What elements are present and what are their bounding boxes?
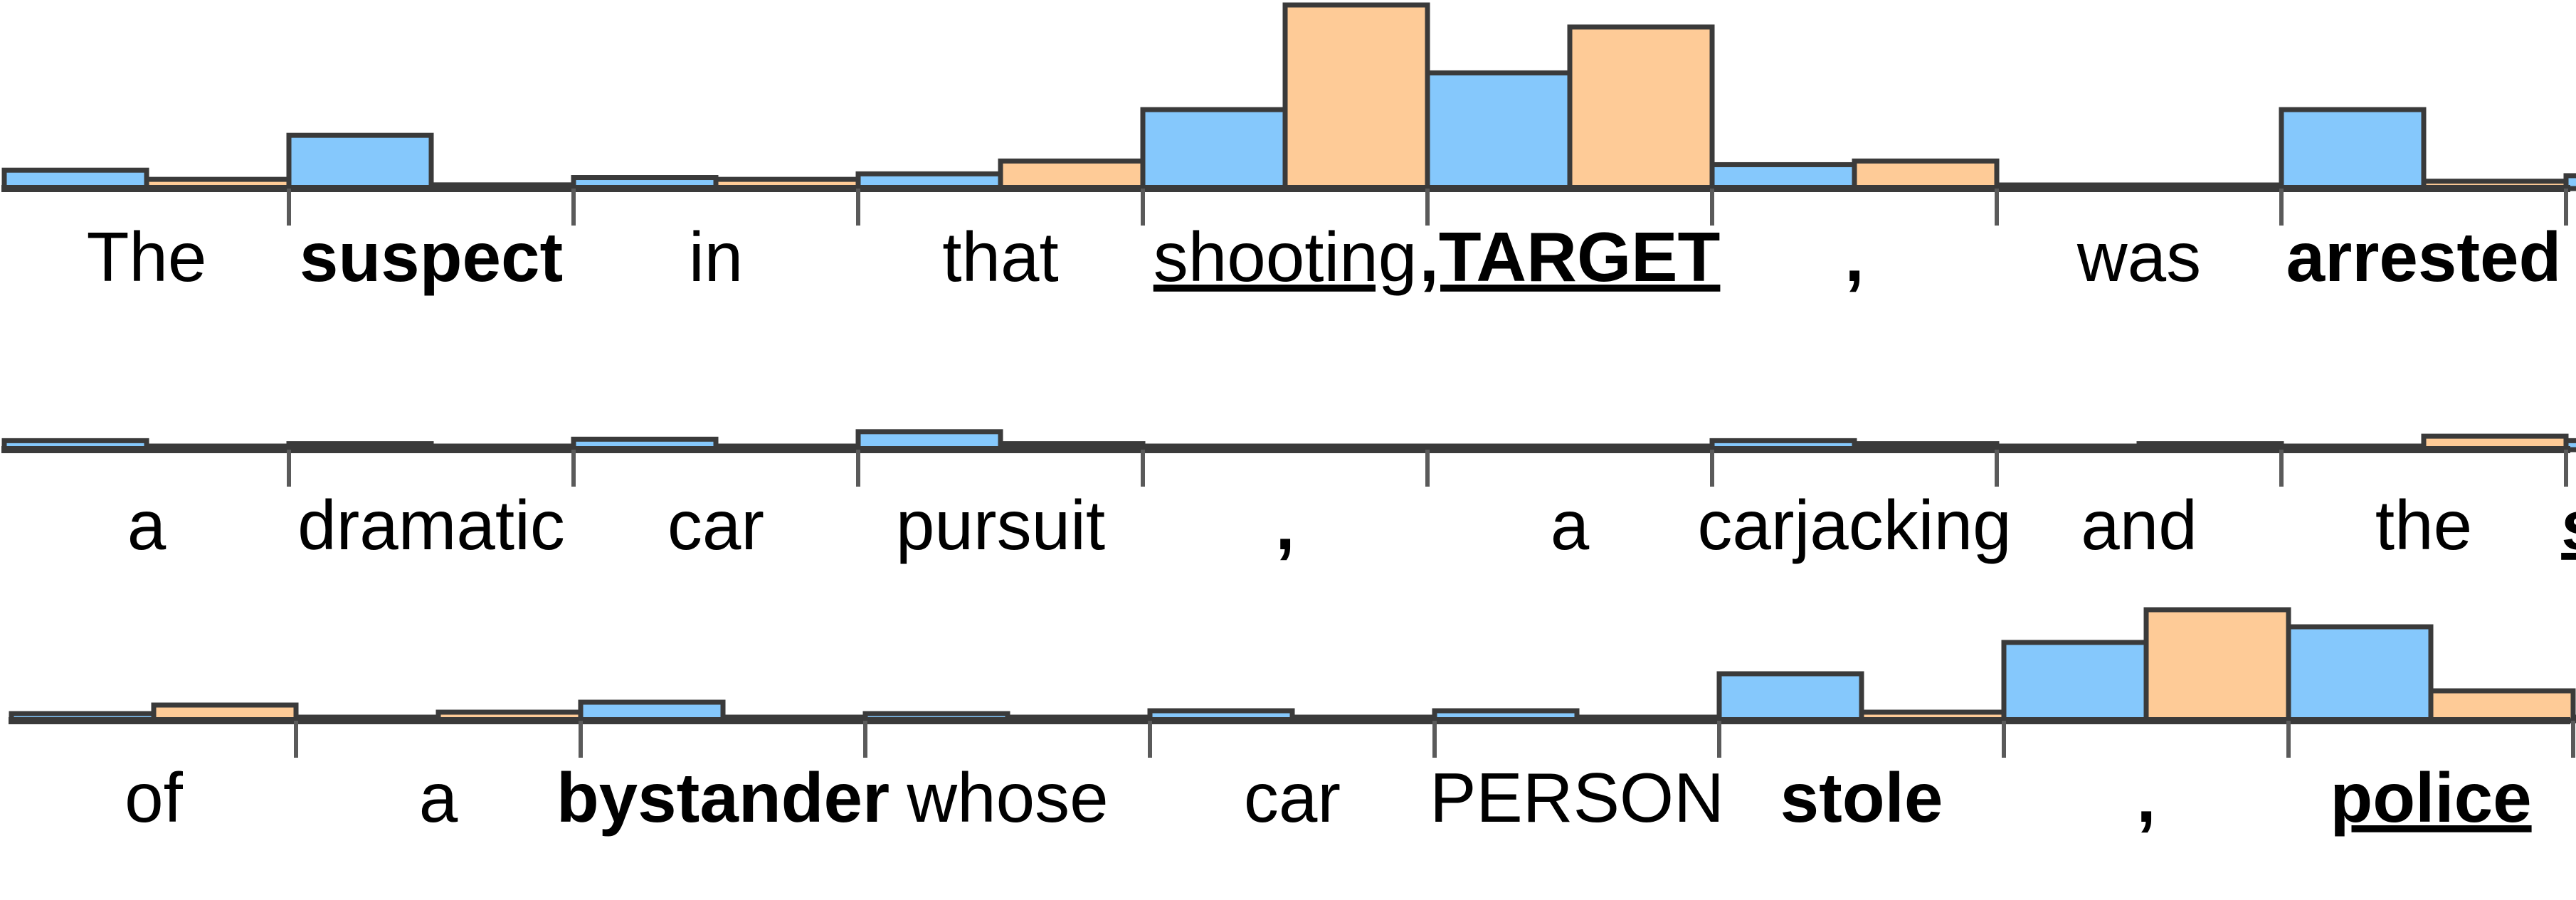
token-label: of — [125, 758, 184, 837]
token-label: carjacking — [1697, 486, 2011, 564]
token-label: shooting — [2561, 486, 2576, 564]
blue-bar — [2570, 714, 2576, 724]
token-label: was — [2076, 218, 2201, 296]
blue-bar — [1709, 162, 1857, 191]
orange-bar — [2428, 688, 2576, 724]
blue-bar — [1425, 70, 1573, 191]
token-label: stole — [1780, 758, 1943, 837]
orange-bar — [2143, 607, 2291, 724]
token-label: in — [689, 218, 743, 296]
row-3: ofabystanderwhosecarPERSONstole,policesa… — [9, 607, 2576, 837]
orange-bar — [1567, 24, 1715, 191]
token-label: police — [2330, 758, 2531, 837]
token-label: suspect — [300, 218, 563, 296]
orange-bar — [998, 158, 1146, 191]
token-label: The — [87, 218, 207, 296]
token-label: and — [2081, 486, 2197, 564]
blue-bar — [286, 132, 434, 191]
token-label: , — [1275, 486, 1294, 564]
token-label: dramatic — [297, 486, 565, 564]
token-label: , — [2136, 758, 2155, 837]
token-label: whose — [906, 758, 1108, 837]
row-1: The suspect in that shooting,TARGET, was arres… — [1, 2, 2576, 296]
orange-bar — [1282, 2, 1430, 191]
token-label: pursuit — [896, 486, 1105, 564]
token-label: a — [1551, 486, 1590, 564]
token-label: PERSON — [1430, 758, 1724, 837]
token-label: ,TARGET — [1420, 218, 1721, 296]
token-label: car — [1244, 758, 1341, 837]
token-label: arrested — [2286, 218, 2562, 296]
blue-bar — [1140, 107, 1288, 191]
token-label: car — [667, 486, 764, 564]
blue-bar — [1716, 671, 1864, 724]
row-2: a dramatic car pursuit, a carjacking and the sho… — [1, 429, 2576, 564]
token-label: a — [419, 758, 458, 837]
blue-bar — [2001, 640, 2149, 724]
token-label: , — [1844, 218, 1864, 296]
blue-bar — [2279, 107, 2427, 191]
blue-bar — [2286, 624, 2434, 724]
token-label: bystander — [556, 758, 890, 837]
orange-bar — [1852, 158, 2000, 191]
token-label: shooting — [1154, 218, 1418, 296]
token-label: a — [127, 486, 167, 564]
token-label: the — [2375, 486, 2472, 564]
token-label: that — [942, 218, 1058, 296]
